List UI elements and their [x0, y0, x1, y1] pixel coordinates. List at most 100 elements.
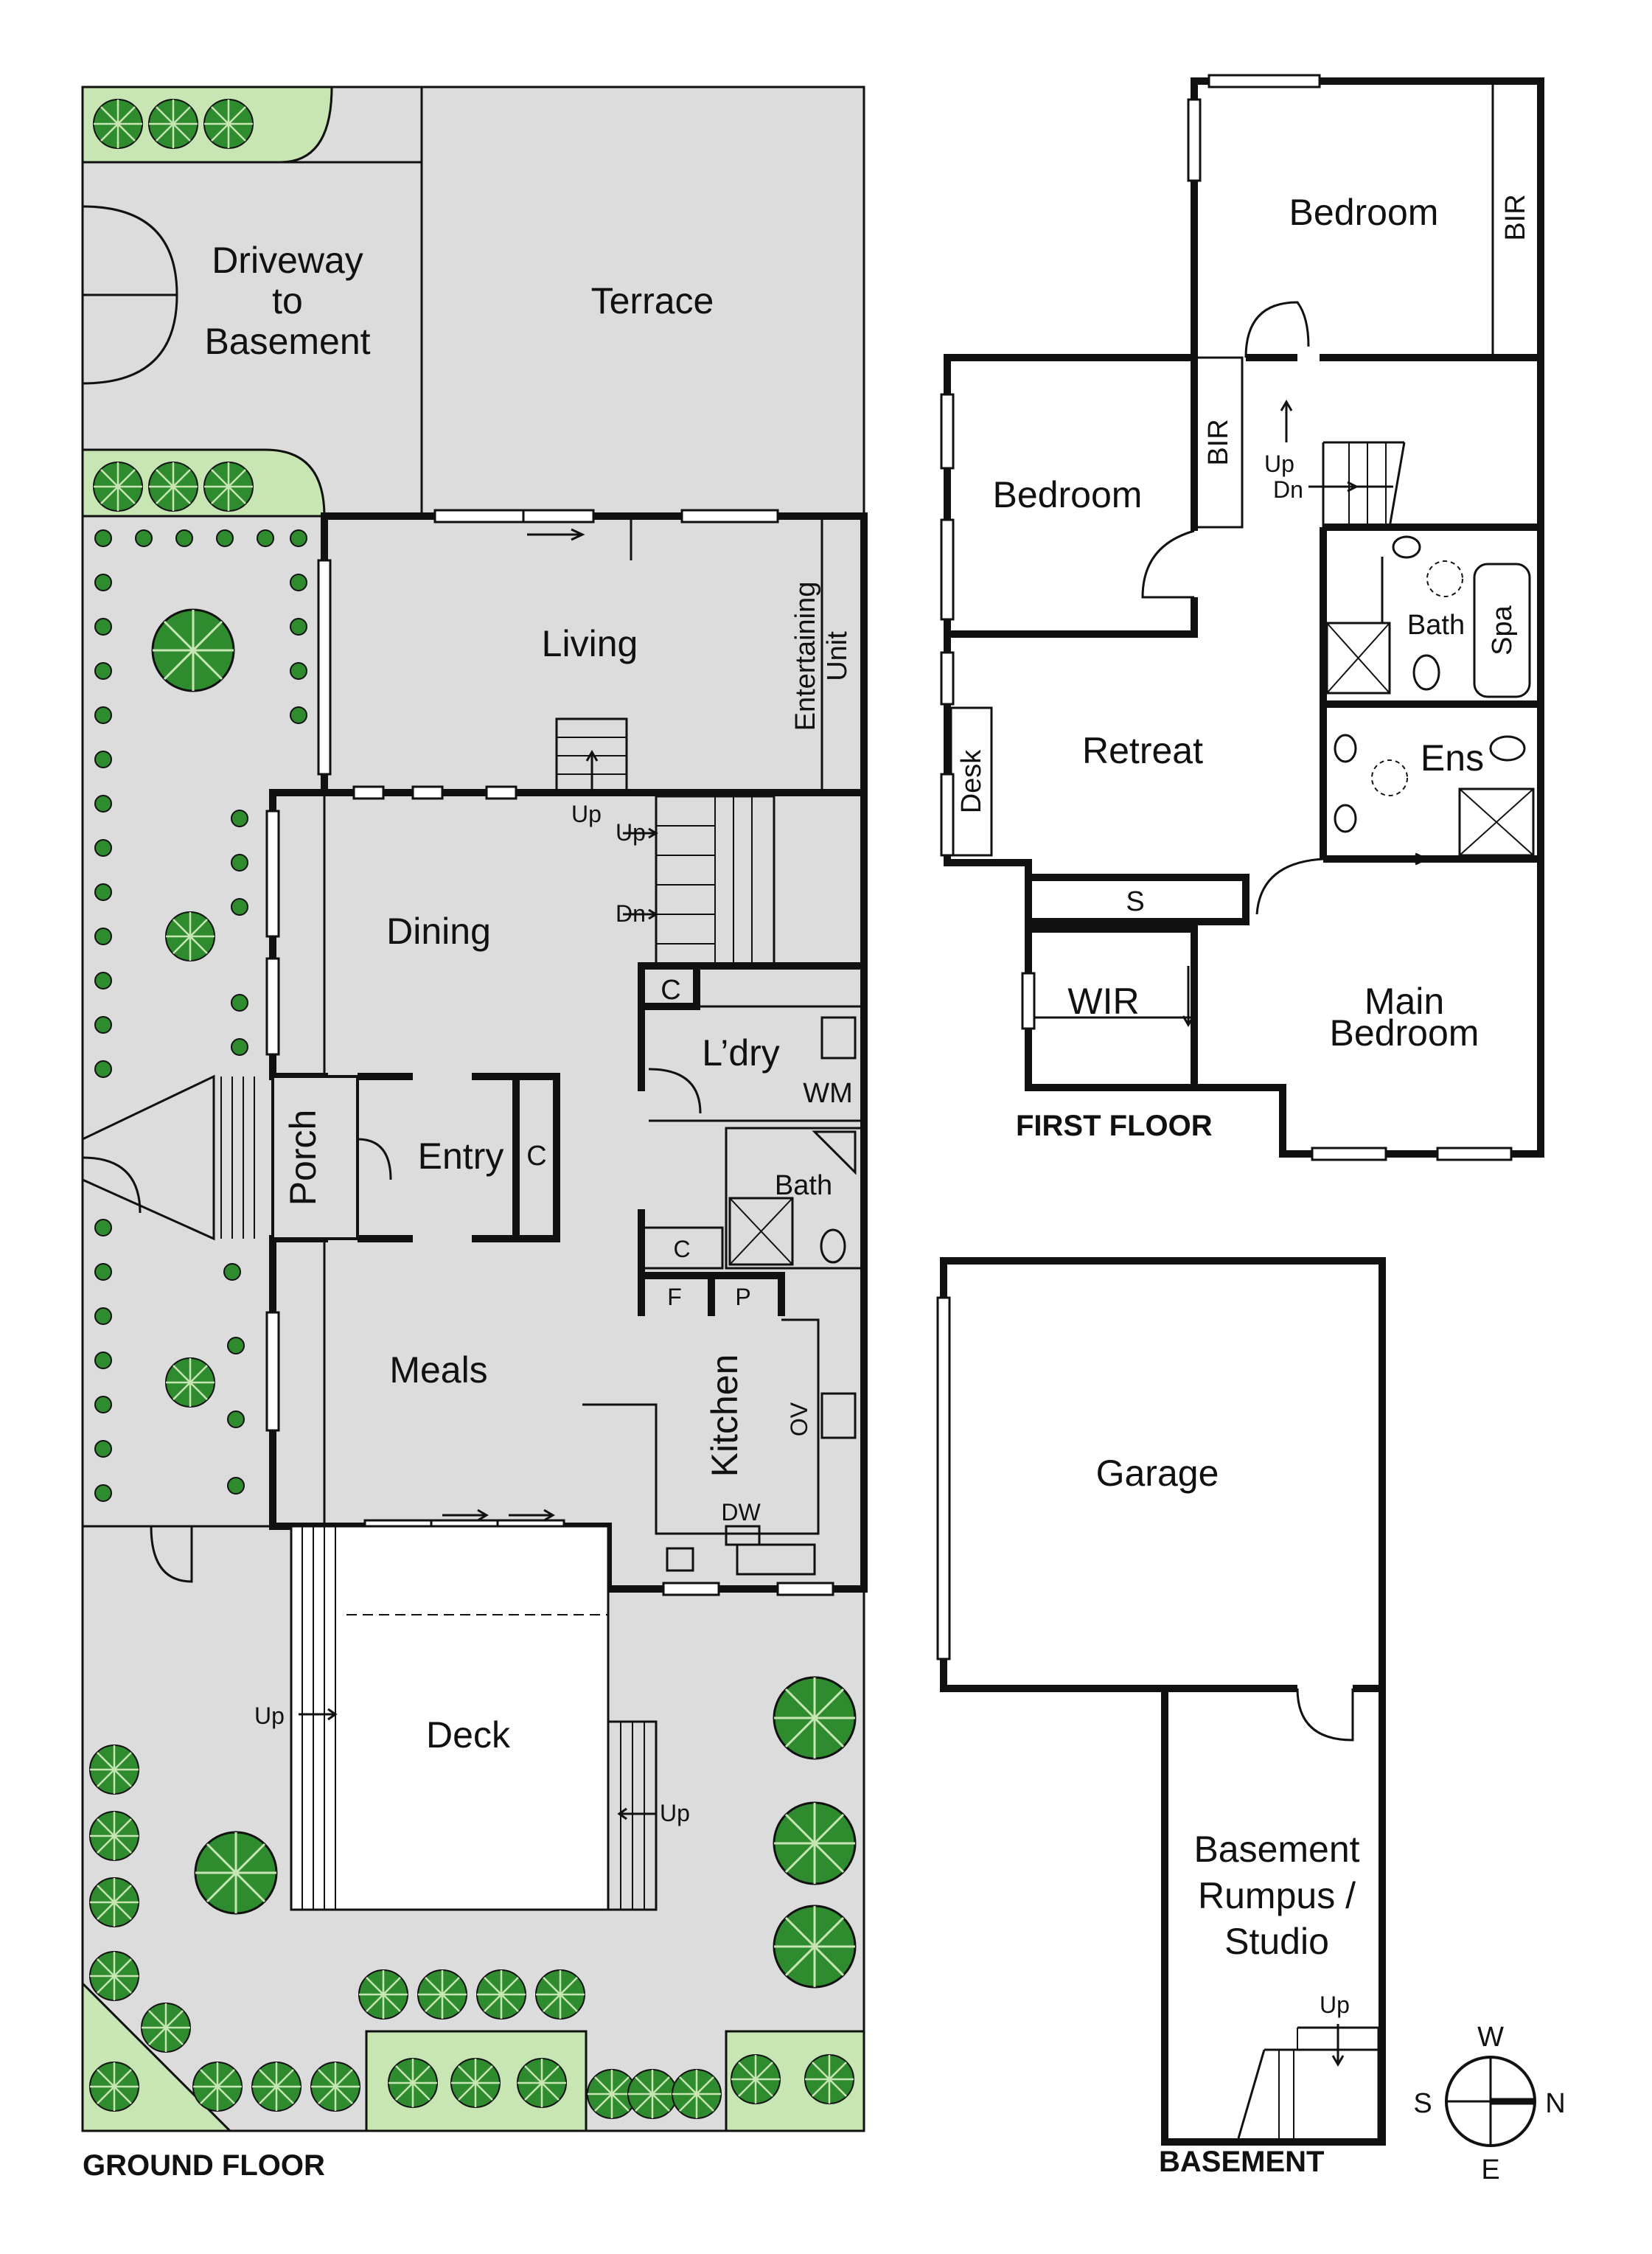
up-arrow: [585, 750, 599, 793]
bedroom2-label: Bedroom: [993, 474, 1143, 515]
dn-label: Dn: [616, 900, 646, 927]
bath-shower: [1325, 622, 1391, 695]
bath-walls: [725, 1127, 865, 1270]
garage-label: Garage: [1096, 1453, 1219, 1494]
bath-label: Bath: [775, 1170, 832, 1201]
porch-steps: [220, 1076, 255, 1239]
double-sink: [736, 1543, 816, 1576]
compass-w: W: [1477, 2022, 1504, 2053]
window: [265, 810, 280, 938]
bath-sink: [1392, 535, 1421, 559]
bath-label: Bath: [1407, 610, 1465, 641]
driveway-label-1: Driveway: [212, 240, 363, 281]
bath-ens-walls: [1320, 524, 1541, 863]
first-up-arrow: [1280, 400, 1293, 442]
window: [680, 509, 779, 524]
driveway-label-3: Basement: [204, 321, 370, 362]
ens-shower: [1458, 787, 1535, 857]
porch-label: Porch: [282, 1110, 324, 1206]
first-floor-title: FIRST FLOOR: [1016, 1110, 1213, 1142]
window: [411, 785, 444, 800]
first-floor-plan: Bedroom BIR Bedroom BIR Up Dn Bath Spa R…: [940, 74, 1544, 1161]
bir1-label: BIR: [1500, 194, 1531, 240]
entry-walls: [358, 1073, 516, 1242]
window: [1207, 74, 1321, 88]
compass-s: S: [1413, 2088, 1432, 2119]
ens-toilet: [1489, 735, 1526, 762]
garage-door: [1296, 1688, 1354, 1742]
ens-door-arrow: [1379, 852, 1429, 866]
oven-label: OV: [786, 1402, 812, 1436]
deck-up-arrow: [299, 1708, 338, 1721]
dishwasher-label: DW: [721, 1499, 761, 1526]
slide-arrow: [442, 1509, 555, 1522]
up-arrow: [623, 827, 658, 839]
entertaining-label-2: Unit: [822, 631, 853, 681]
window: [1311, 1147, 1387, 1161]
living-label: Living: [542, 623, 638, 664]
wir-label: WIR: [1067, 981, 1139, 1022]
deck: [290, 1525, 658, 1911]
desk-label: Desk: [956, 749, 987, 814]
bedroom1-label: Bedroom: [1289, 192, 1439, 233]
window: [1436, 1147, 1513, 1161]
compass: W S N E: [1413, 2022, 1565, 2185]
retreat-label: Retreat: [1082, 730, 1203, 771]
ground-floor-plan: Driveway to Basement Terrace Living Ente…: [81, 86, 868, 2182]
bath-toilet: [1412, 654, 1440, 691]
window: [940, 651, 955, 706]
side-gate: [82, 1156, 142, 1214]
wir-walls: [1028, 922, 1198, 1088]
window: [940, 393, 955, 470]
pantry-walls: [638, 1272, 785, 1316]
driveway-label-2: to: [272, 280, 303, 321]
deck-up-arrow: [617, 1807, 656, 1820]
wm-label: WM: [803, 1078, 853, 1109]
dn-arrow: [623, 908, 658, 920]
ens-basin: [1371, 759, 1408, 796]
ens-sink: [1334, 804, 1357, 833]
storage-s: [1025, 874, 1250, 925]
laundry-label: L’dry: [702, 1032, 780, 1074]
meals-label: Meals: [389, 1349, 487, 1391]
window: [317, 559, 332, 776]
entry-closet: [512, 1073, 560, 1242]
closet-c2: [640, 1226, 724, 1270]
entertaining-label-1: Entertaining: [790, 582, 821, 731]
main-bedroom-door: [1255, 858, 1324, 915]
entry-door: [357, 1138, 392, 1180]
window: [1187, 98, 1202, 182]
basement-up-label: Up: [1320, 1992, 1350, 2018]
basement-walls: [940, 1257, 1386, 2146]
bedroom2-door: [1141, 529, 1195, 599]
garage-door-opening: [936, 1296, 951, 1660]
ens-sink: [1334, 734, 1357, 763]
basement-title: BASEMENT: [1159, 2146, 1324, 2178]
window: [485, 785, 517, 800]
rear-gate: [150, 1526, 193, 1583]
window: [265, 957, 280, 1056]
window: [940, 773, 955, 857]
rumpus-label-3: Studio: [1224, 1921, 1329, 1962]
sink-bowl: [666, 1547, 694, 1572]
ground-floor-title: GROUND FLOOR: [83, 2149, 325, 2182]
bedroom1-door: [1244, 301, 1310, 358]
closet-c2-label: C: [673, 1236, 690, 1262]
porch-area: [271, 1075, 359, 1240]
basement-plan: Garage Basement Rumpus / Studio Up BASEM…: [936, 1257, 1386, 2178]
s-label: S: [1126, 886, 1144, 917]
slide-arrow: [527, 528, 585, 541]
closet-c1-label: C: [661, 975, 680, 1006]
basement-stairs: [1237, 2024, 1380, 2139]
bir2: [1193, 356, 1244, 529]
main-bedroom-label-2: Bedroom: [1330, 1012, 1480, 1054]
main-bedroom-label-1: Main: [1365, 981, 1444, 1022]
bath-basin: [1426, 560, 1463, 597]
closet-c1: [638, 962, 700, 1010]
deck-label: Deck: [426, 1714, 511, 1756]
bir2-label: BIR: [1203, 419, 1234, 465]
entry-closet-label: C: [526, 1141, 546, 1172]
dining-label: Dining: [386, 911, 491, 952]
first-up-label: Up: [1264, 451, 1294, 477]
